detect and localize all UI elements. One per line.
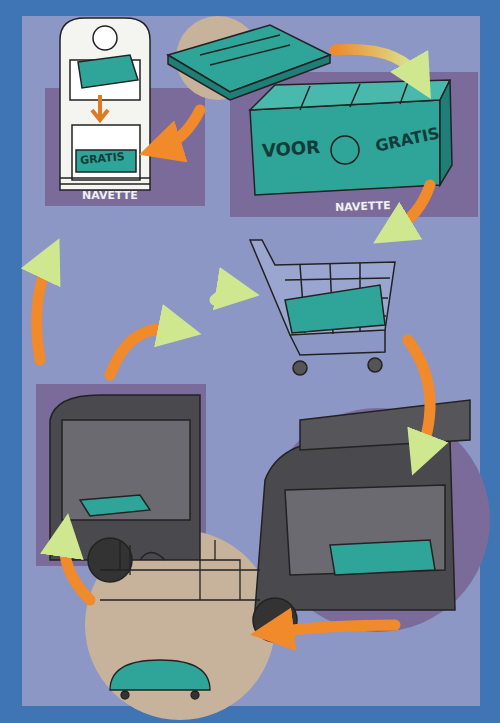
crate (250, 80, 452, 195)
printed-word: NAVETTE (335, 200, 391, 213)
kitchen-scene (100, 540, 260, 699)
shopping-cart (250, 240, 395, 375)
printed-word: NAVETTE (82, 190, 138, 201)
printed-word: GRATIS (80, 151, 125, 166)
car-trunk (253, 400, 470, 642)
car-trunk (50, 395, 200, 582)
flow-arrows (37, 49, 430, 632)
purple-panel (230, 72, 478, 217)
dispenser (60, 18, 150, 190)
printed-word: VOOR (261, 138, 320, 160)
printed-word: GRATIS (374, 125, 441, 154)
